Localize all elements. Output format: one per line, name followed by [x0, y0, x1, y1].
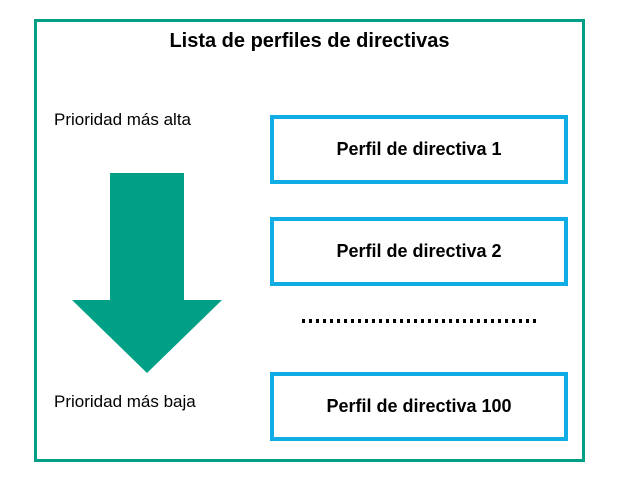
policy-profile-box[interactable]: Perfil de directiva 1	[270, 115, 568, 184]
dotted-line-icon	[300, 313, 538, 329]
priority-low-label: Prioridad más baja	[54, 392, 196, 411]
page-title: Lista de perfiles de directivas	[169, 30, 450, 52]
down-arrow-icon	[70, 173, 226, 376]
policy-profile-label: Perfil de directiva 1	[336, 139, 502, 159]
policy-profile-label: Perfil de directiva 2	[336, 241, 502, 261]
policy-profile-box[interactable]: Perfil de directiva 2	[270, 217, 568, 286]
policy-profile-box[interactable]: Perfil de directiva 100	[270, 372, 568, 441]
policy-profile-label: Perfil de directiva 100	[326, 396, 512, 416]
priority-high-label: Prioridad más alta	[54, 110, 192, 129]
